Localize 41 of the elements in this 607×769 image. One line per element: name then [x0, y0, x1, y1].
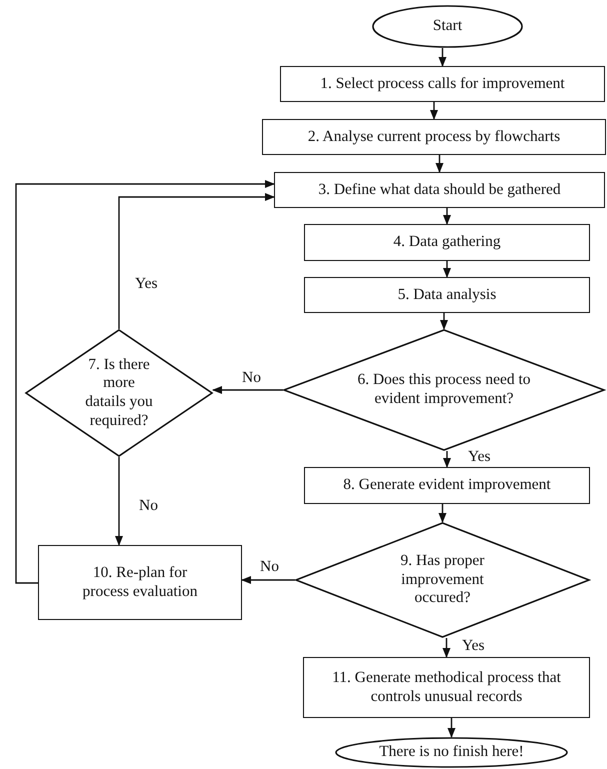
node-text: 4. Data gathering	[392, 233, 502, 252]
process-box	[38, 545, 242, 620]
arrow	[118, 193, 275, 329]
process-box	[304, 224, 590, 261]
process-box	[280, 66, 605, 102]
node-text: 3. Define what data should be gathered	[317, 180, 562, 200]
decision-diamond	[295, 522, 590, 638]
arrow	[448, 718, 456, 738]
arrow	[438, 48, 446, 67]
process-box	[304, 467, 590, 504]
node-text: 7. Is there more datails you required?	[84, 356, 154, 430]
arrow	[15, 180, 275, 584]
node-text: 9. Has proper improvement occured?	[400, 552, 486, 608]
arrow	[438, 504, 446, 523]
node-text: 10. Re-plan for process evaluation	[82, 564, 198, 602]
process-box	[262, 119, 606, 155]
arrow	[440, 313, 448, 330]
node-text: 8. Generate evident improvement	[342, 476, 552, 495]
node-text: There is no finish here!	[378, 743, 525, 762]
node-text: 1. Select process calls for improvement	[319, 74, 566, 94]
process-box	[303, 657, 590, 718]
arrow	[442, 638, 450, 658]
arrow	[436, 155, 444, 173]
node-text: 11. Generate methodical process that controls unusual records	[331, 668, 562, 706]
arrow	[430, 102, 438, 120]
arrow	[115, 457, 123, 546]
arrow	[241, 576, 295, 584]
node-text: 6. Does this process need to evident improvement?	[356, 371, 532, 409]
decision-diamond	[25, 329, 213, 457]
process-box	[274, 172, 605, 208]
arrow	[212, 386, 283, 394]
node-text: Start	[432, 17, 464, 36]
arrow	[443, 451, 451, 468]
node-text: 2. Analyse current process by flowcharts	[306, 128, 562, 146]
arrow	[443, 208, 451, 225]
terminal-ellipse	[372, 5, 523, 48]
arrow	[443, 261, 451, 278]
decision-diamond	[283, 329, 605, 451]
node-text: 5. Data analysis	[396, 286, 498, 304]
process-box	[304, 277, 590, 313]
terminal-ellipse	[335, 737, 568, 768]
